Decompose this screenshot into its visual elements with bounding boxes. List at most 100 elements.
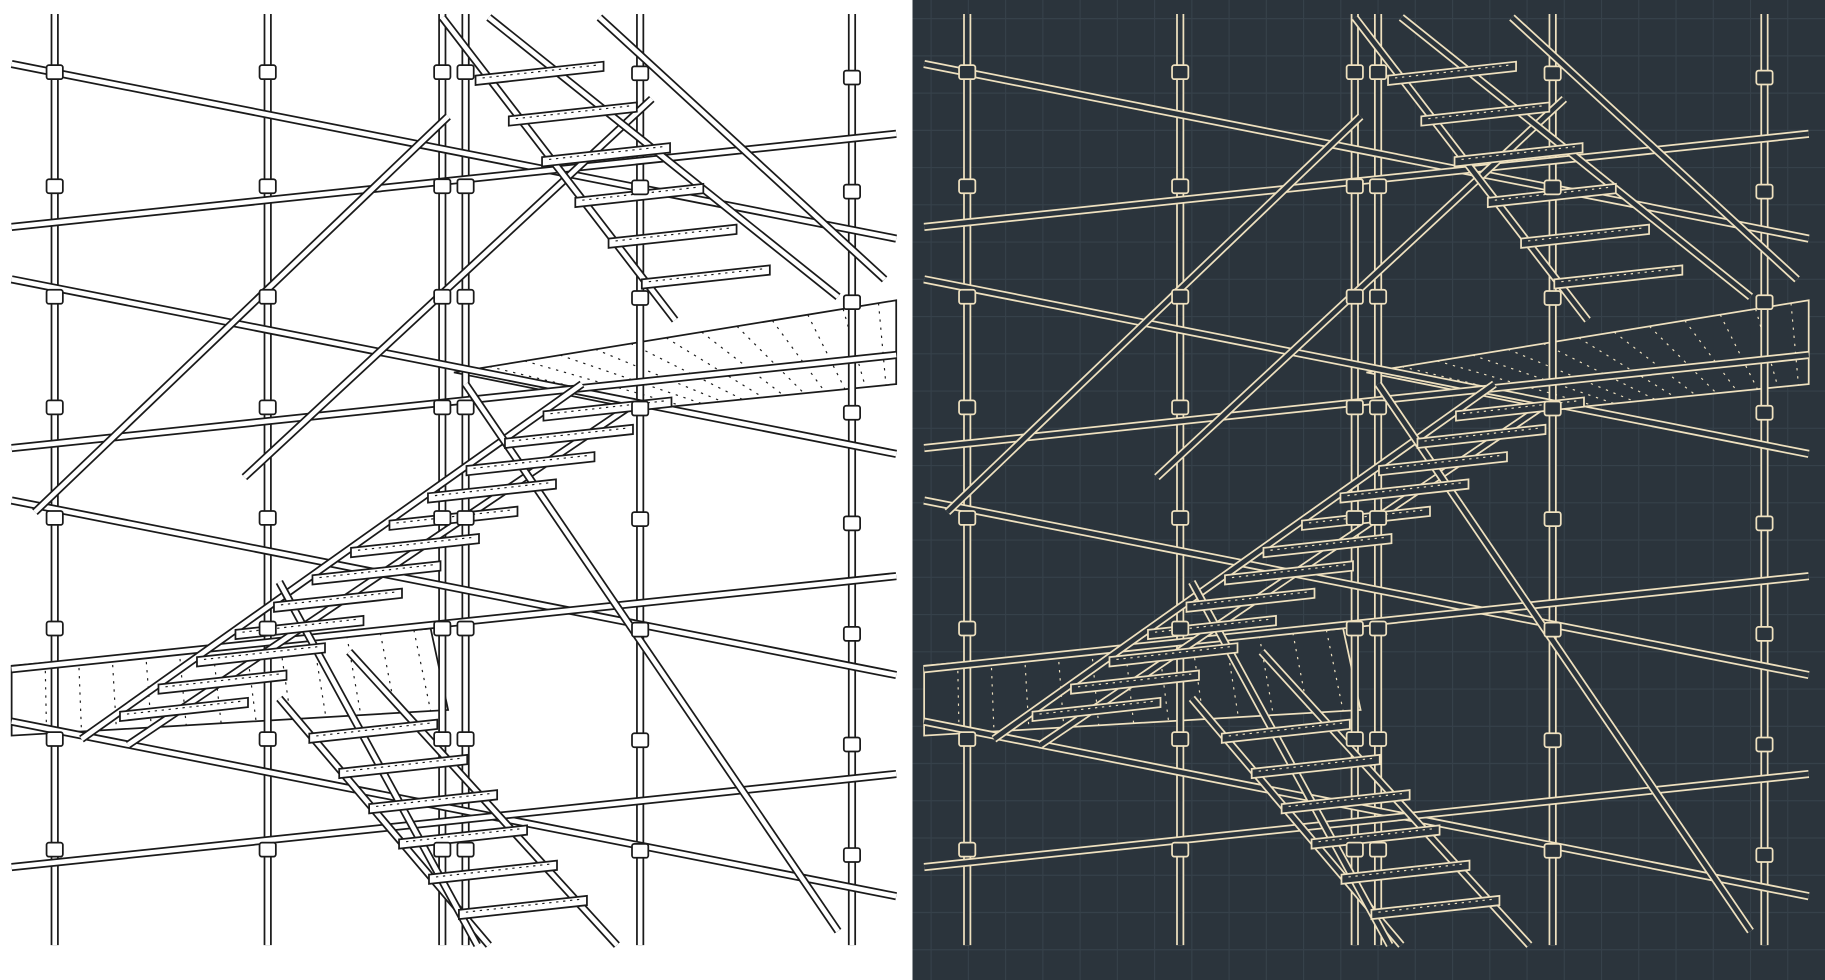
coupler-rosette bbox=[45, 731, 64, 747]
tread-perforation bbox=[1039, 700, 1154, 715]
stair-tread bbox=[574, 182, 705, 209]
coupler-rosette bbox=[842, 847, 861, 863]
stair-tread bbox=[368, 789, 499, 815]
transom bbox=[11, 352, 897, 451]
ledger bbox=[923, 498, 1810, 678]
coupler-rosette bbox=[45, 510, 64, 526]
stair-tread bbox=[458, 894, 588, 921]
coupler-rosette bbox=[1755, 515, 1774, 532]
stair-tread bbox=[1070, 669, 1200, 695]
ledger bbox=[11, 498, 897, 678]
tread-perforation bbox=[1308, 509, 1424, 524]
deck-perforation bbox=[1258, 635, 1274, 716]
deck-perforation bbox=[1325, 629, 1344, 712]
coupler-rosette bbox=[45, 178, 64, 195]
diagonal-brace bbox=[1376, 382, 1753, 933]
coupler-rosette bbox=[958, 620, 977, 637]
coupler-rosette bbox=[433, 288, 452, 305]
stair-tread bbox=[1339, 478, 1470, 504]
stair-tread bbox=[1553, 264, 1684, 290]
stair-tread bbox=[1220, 718, 1351, 744]
coupler-rosette bbox=[1543, 400, 1562, 417]
stair-tread bbox=[1416, 423, 1547, 449]
coupler-rosette bbox=[1543, 732, 1562, 749]
stair-tread bbox=[1262, 532, 1393, 559]
coupler-rosette bbox=[433, 510, 452, 526]
tread-perforation bbox=[511, 427, 627, 442]
stair-tread bbox=[1310, 824, 1441, 850]
coupler-rosette bbox=[958, 731, 977, 747]
coupler-rosette bbox=[1171, 288, 1190, 305]
tread-perforation bbox=[1193, 591, 1308, 606]
deck-perforation bbox=[701, 331, 784, 396]
coupler-rosette bbox=[1369, 841, 1388, 858]
coupler-rosette bbox=[45, 288, 64, 305]
stair-tread bbox=[1486, 182, 1617, 209]
coupler-rosette bbox=[456, 510, 475, 526]
tread-perforation bbox=[126, 700, 242, 715]
deck-perforation bbox=[957, 662, 960, 734]
stair-stringer bbox=[487, 15, 840, 299]
coupler-rosette bbox=[1369, 288, 1388, 305]
coupler-rosette bbox=[958, 510, 977, 526]
stair-tread bbox=[1185, 587, 1316, 613]
stair-tread bbox=[640, 264, 771, 290]
coupler-rosette bbox=[958, 288, 977, 305]
tread-perforation bbox=[648, 268, 763, 283]
stair-tread bbox=[1420, 101, 1551, 127]
tread-perforation bbox=[396, 509, 511, 524]
stair-tread bbox=[311, 560, 442, 586]
coupler-rosette bbox=[1345, 64, 1364, 81]
ledger bbox=[923, 719, 1810, 899]
tread-perforation bbox=[1462, 400, 1578, 415]
coupler-rosette bbox=[842, 515, 861, 532]
coupler-rosette bbox=[1171, 178, 1190, 195]
deck-perforation bbox=[1507, 348, 1635, 403]
tread-perforation bbox=[1228, 722, 1343, 737]
stair-stringer bbox=[597, 15, 887, 282]
ledger bbox=[11, 719, 897, 899]
stair-stringer bbox=[1510, 15, 1799, 282]
deck-perforation bbox=[379, 632, 397, 714]
tread-perforation bbox=[1461, 146, 1576, 161]
coupler-rosette bbox=[842, 183, 861, 200]
coupler-rosette bbox=[433, 64, 452, 81]
stair-tread bbox=[1370, 894, 1501, 921]
stair-tread bbox=[1250, 753, 1381, 780]
transom bbox=[923, 352, 1809, 451]
tread-perforation bbox=[405, 828, 521, 843]
coupler-rosette bbox=[1171, 64, 1190, 81]
coupler-rosette bbox=[1369, 731, 1388, 747]
coupler-rosette bbox=[1345, 288, 1364, 305]
coupler-rosette bbox=[1369, 510, 1388, 526]
coupler-rosette bbox=[1755, 736, 1774, 753]
coupler-rosette bbox=[433, 178, 452, 195]
coupler-rosette bbox=[1755, 183, 1774, 200]
stair-tread bbox=[1031, 696, 1162, 723]
coupler-rosette bbox=[1543, 511, 1562, 527]
tread-perforation bbox=[357, 536, 473, 551]
transom bbox=[923, 771, 1809, 870]
tread-perforation bbox=[1424, 427, 1539, 442]
tread-perforation bbox=[376, 793, 491, 807]
transom bbox=[11, 573, 897, 672]
ledger bbox=[11, 277, 897, 457]
coupler-rosette bbox=[45, 64, 64, 81]
coupler-rosette bbox=[958, 178, 977, 195]
coupler-rosette bbox=[1345, 841, 1364, 858]
stair-tread bbox=[1224, 560, 1354, 586]
coupler-rosette bbox=[1369, 620, 1388, 637]
coupler-rosette bbox=[1755, 294, 1774, 311]
tread-perforation bbox=[482, 64, 597, 79]
coupler-rosette bbox=[1369, 64, 1388, 81]
coupler-rosette bbox=[45, 620, 64, 637]
coupler-rosette bbox=[433, 841, 452, 858]
coupler-rosette bbox=[842, 294, 861, 311]
tread-perforation bbox=[242, 618, 357, 633]
coupler-rosette bbox=[258, 399, 277, 416]
coupler-rosette bbox=[258, 178, 277, 195]
tread-perforation bbox=[1348, 863, 1463, 878]
coupler-rosette bbox=[456, 399, 475, 416]
coupler-rosette bbox=[456, 64, 475, 81]
coupler-rosette bbox=[842, 69, 861, 86]
